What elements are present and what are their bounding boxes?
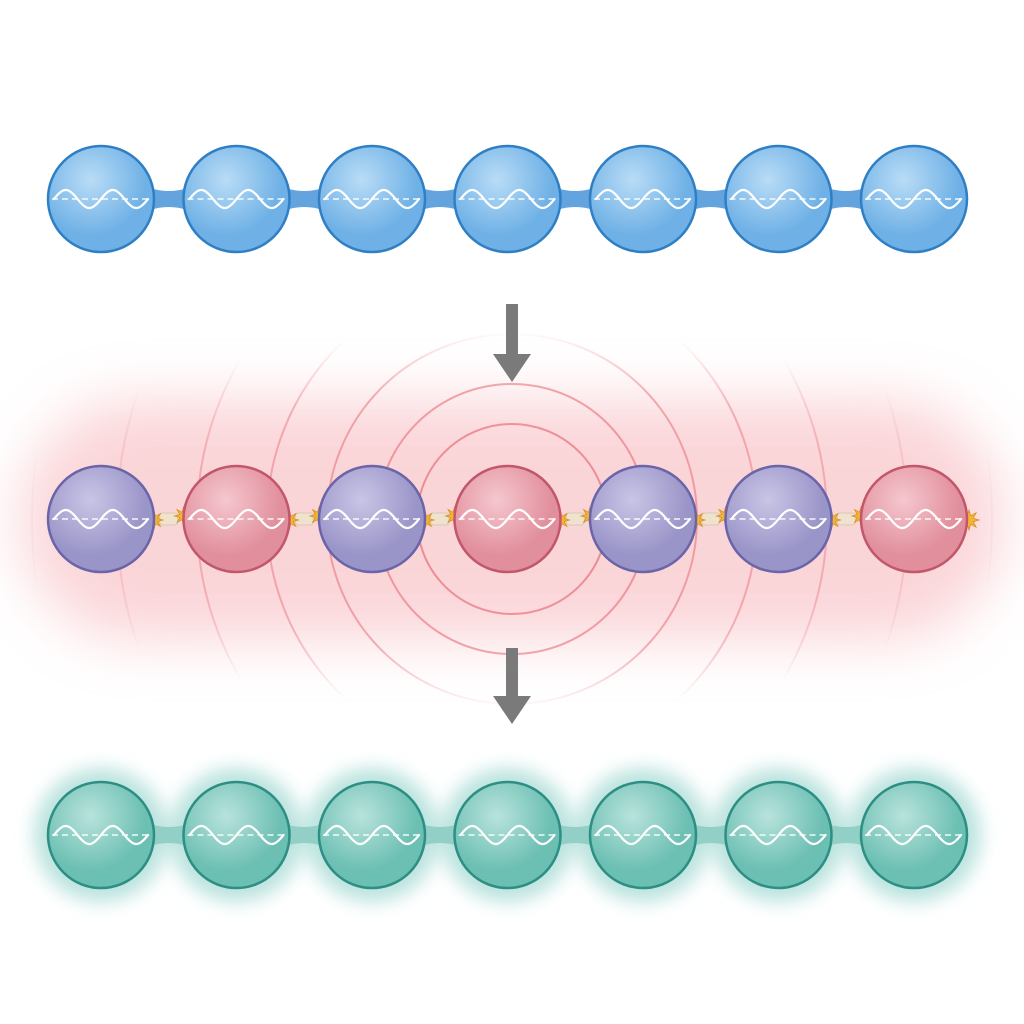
arrow-down-icon: [493, 354, 531, 382]
bead: [588, 144, 698, 254]
wave-icon: [459, 508, 556, 530]
bead-linker: [556, 188, 594, 210]
stage-disrupted-chain: [46, 464, 981, 574]
broken-linker: [430, 512, 450, 526]
bead: [182, 780, 291, 890]
bead: [724, 464, 833, 574]
bead: [453, 144, 562, 254]
broken-linker: [294, 512, 314, 526]
wave-icon: [730, 824, 827, 846]
wave-icon: [865, 824, 963, 846]
wave-icon: [323, 824, 421, 846]
arrow-down-icon: [493, 696, 531, 724]
wave-icon: [188, 188, 285, 210]
bead: [724, 780, 833, 890]
bead: [182, 144, 291, 254]
shockwave-ring: [31, 38, 993, 1000]
wave-icon: [730, 188, 827, 210]
bead-linker: [692, 188, 730, 210]
bead-linker: [285, 824, 323, 846]
arrow-down-2: [493, 648, 531, 724]
broken-linker: [701, 512, 721, 526]
bead: [588, 780, 698, 890]
wave-icon: [594, 508, 692, 530]
bead-linker: [285, 188, 323, 210]
bead: [46, 464, 156, 574]
wave-icon: [188, 508, 285, 530]
stage-intact-chain: [46, 144, 969, 254]
stage-restored-chain: [46, 780, 969, 890]
arrow-shaft: [506, 304, 518, 356]
broken-linker: [836, 512, 856, 526]
bead: [588, 464, 698, 574]
wave-icon: [594, 188, 692, 210]
wave-icon: [323, 508, 421, 530]
bead: [859, 144, 969, 254]
bead-linker: [421, 188, 459, 210]
bead: [859, 780, 969, 890]
bead: [453, 780, 562, 890]
bead: [317, 780, 427, 890]
wave-icon: [188, 824, 285, 846]
bead: [453, 464, 562, 574]
diagram-layer: [46, 144, 981, 890]
wave-icon: [459, 824, 556, 846]
bead-linker: [827, 188, 865, 210]
bead-linker: [150, 824, 188, 846]
wave-icon: [52, 188, 150, 210]
bead-linker: [421, 824, 459, 846]
bead-linker: [692, 824, 730, 846]
wave-icon: [594, 824, 692, 846]
arrow-shaft: [506, 648, 518, 698]
wave-icon: [323, 188, 421, 210]
wave-icon: [730, 508, 827, 530]
wave-icon: [52, 508, 150, 530]
bead-linker: [827, 824, 865, 846]
bead: [46, 780, 156, 890]
wave-icon: [865, 188, 963, 210]
bead: [317, 144, 427, 254]
bead-linker: [150, 188, 188, 210]
bead-linker: [556, 824, 594, 846]
bead: [182, 464, 291, 574]
bead: [859, 464, 969, 574]
wave-icon: [459, 188, 556, 210]
wave-icon: [865, 508, 963, 530]
broken-linker: [159, 512, 179, 526]
wave-icon: [52, 824, 150, 846]
bead: [724, 144, 833, 254]
bead: [317, 464, 427, 574]
arrow-down-1: [493, 304, 531, 382]
bead: [46, 144, 156, 254]
broken-linker: [565, 512, 585, 526]
